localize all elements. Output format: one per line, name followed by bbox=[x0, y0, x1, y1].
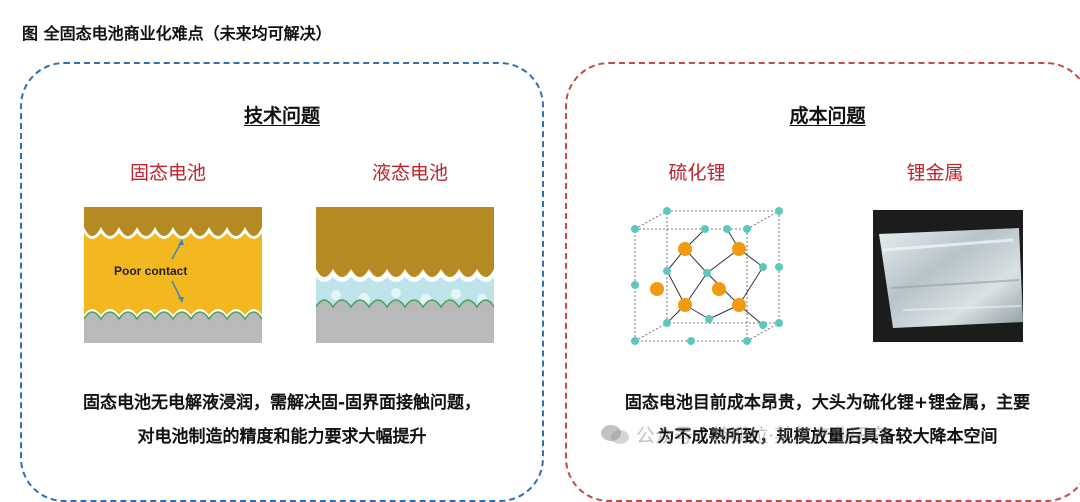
lithium-sulfide-crystal-illustration bbox=[627, 207, 787, 349]
tech-description: 固态电池无电解液浸润，需解决固-固界面接触问题， 对电池制造的精度和能力要求大幅… bbox=[22, 386, 542, 454]
lithium-metal-label: 锂金属 bbox=[906, 162, 964, 184]
liquid-battery-label: 液态电池 bbox=[371, 162, 448, 184]
cost-description-line1: 固态电池目前成本昂贵，大头为硫化锂+锂金属，主要 bbox=[624, 393, 1031, 413]
tech-problem-panel: 技术问题 固态电池 液态电池 Poor contact bbox=[20, 62, 544, 502]
poor-contact-label: Poor contact bbox=[114, 264, 187, 278]
tech-description-line1: 固态电池无电解液浸润，需解决固-固界面接触问题， bbox=[82, 393, 482, 413]
tech-description-line2: 对电池制造的精度和能力要求大幅提升 bbox=[137, 427, 427, 447]
lithium-metal-illustration bbox=[873, 210, 1023, 342]
figure-title: 图 全固态电池商业化难点（未来均可解决） bbox=[22, 24, 332, 43]
solid-battery-label: 固态电池 bbox=[129, 162, 206, 184]
lithium-sulfide-label: 硫化锂 bbox=[668, 162, 726, 184]
solid-battery-illustration: Poor contact bbox=[84, 207, 262, 343]
cost-description: 固态电池目前成本昂贵，大头为硫化锂+锂金属，主要 为不成熟所致，规模放量后具备较… bbox=[567, 386, 1080, 454]
cost-problem-panel: 成本问题 硫化锂 锂金属 bbox=[565, 62, 1080, 502]
cost-description-line2: 为不成熟所致，规模放量后具备较大降本空间 bbox=[657, 427, 998, 447]
cost-section-title: 成本问题 bbox=[789, 105, 866, 127]
liquid-battery-illustration bbox=[316, 207, 494, 343]
tech-section-title: 技术问题 bbox=[243, 105, 320, 127]
